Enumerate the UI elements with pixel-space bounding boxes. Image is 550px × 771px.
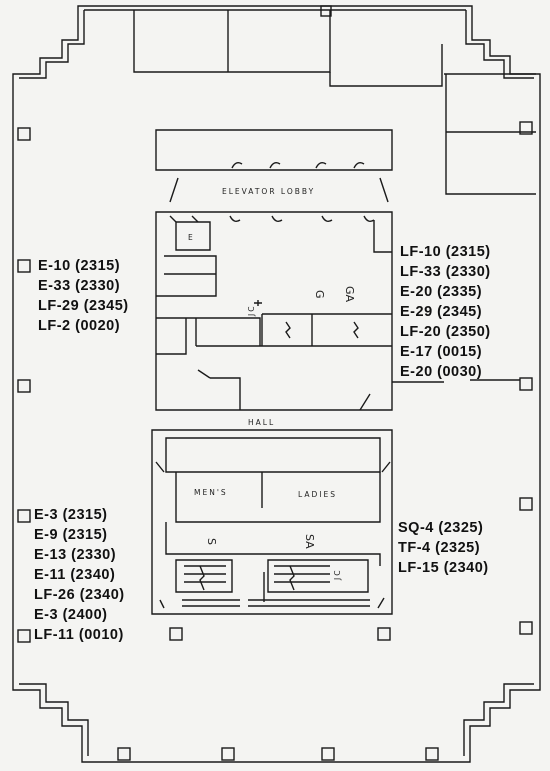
stair-sa-label: SA (303, 534, 316, 549)
code-entry: E-3 (2315) (34, 507, 108, 523)
code-entry: LF-26 (2340) (34, 587, 125, 603)
code-entry: LF-29 (2345) (38, 298, 129, 314)
code-entry: LF-20 (2350) (400, 324, 491, 340)
code-entry: E-33 (2330) (38, 278, 121, 294)
code-entry: E-20 (0030) (400, 364, 483, 380)
code-list-right-upper: LF-10 (2315) LF-33 (2330) E-20 (2335) E-… (400, 242, 491, 382)
mens-room-label: MEN'S (194, 488, 228, 497)
code-entry: E-13 (2330) (34, 547, 117, 563)
code-list-right-lower: SQ-4 (2325) TF-4 (2325) LF-15 (2340) (398, 518, 489, 578)
elevator-e-label: E (188, 233, 195, 242)
code-entry: E-17 (0015) (400, 344, 483, 360)
code-entry: E-11 (2340) (34, 567, 116, 583)
code-entry: E-10 (2315) (38, 258, 121, 274)
code-entry: SQ-4 (2325) (398, 520, 484, 536)
elevator-lobby-label: ELEVATOR LOBBY (222, 187, 315, 196)
ladies-room-label: LADIES (298, 490, 337, 499)
code-list-left-upper: E-10 (2315) E-33 (2330) LF-29 (2345) LF-… (38, 256, 129, 336)
code-entry: LF-15 (2340) (398, 560, 489, 576)
elevator-bank-top (155, 129, 393, 171)
stair-ga-label: GA (343, 286, 356, 303)
code-list-left-lower: E-3 (2315) E-9 (2315) E-13 (2330) E-11 (… (34, 505, 125, 645)
code-entry: TF-4 (2325) (398, 540, 481, 556)
code-entry: LF-10 (2315) (400, 244, 491, 260)
hall-label: HALL (248, 418, 275, 427)
code-entry: E-29 (2345) (400, 304, 483, 320)
restroom-block (151, 429, 393, 615)
core-block (155, 211, 393, 411)
jc-mark-lower: JC (333, 569, 342, 581)
code-entry: LF-2 (0020) (38, 318, 121, 334)
code-entry: E-20 (2335) (400, 284, 483, 300)
code-entry: LF-33 (2330) (400, 264, 491, 280)
code-entry: E-9 (2315) (34, 527, 108, 543)
stair-s-label: S (205, 538, 218, 545)
stair-g-label: G (313, 290, 326, 299)
code-entry: E-3 (2400) (34, 607, 108, 623)
jc-mark-upper: JC (247, 305, 256, 317)
building-outline (12, 5, 541, 763)
columns (17, 5, 533, 761)
code-entry: LF-11 (0010) (34, 627, 124, 643)
